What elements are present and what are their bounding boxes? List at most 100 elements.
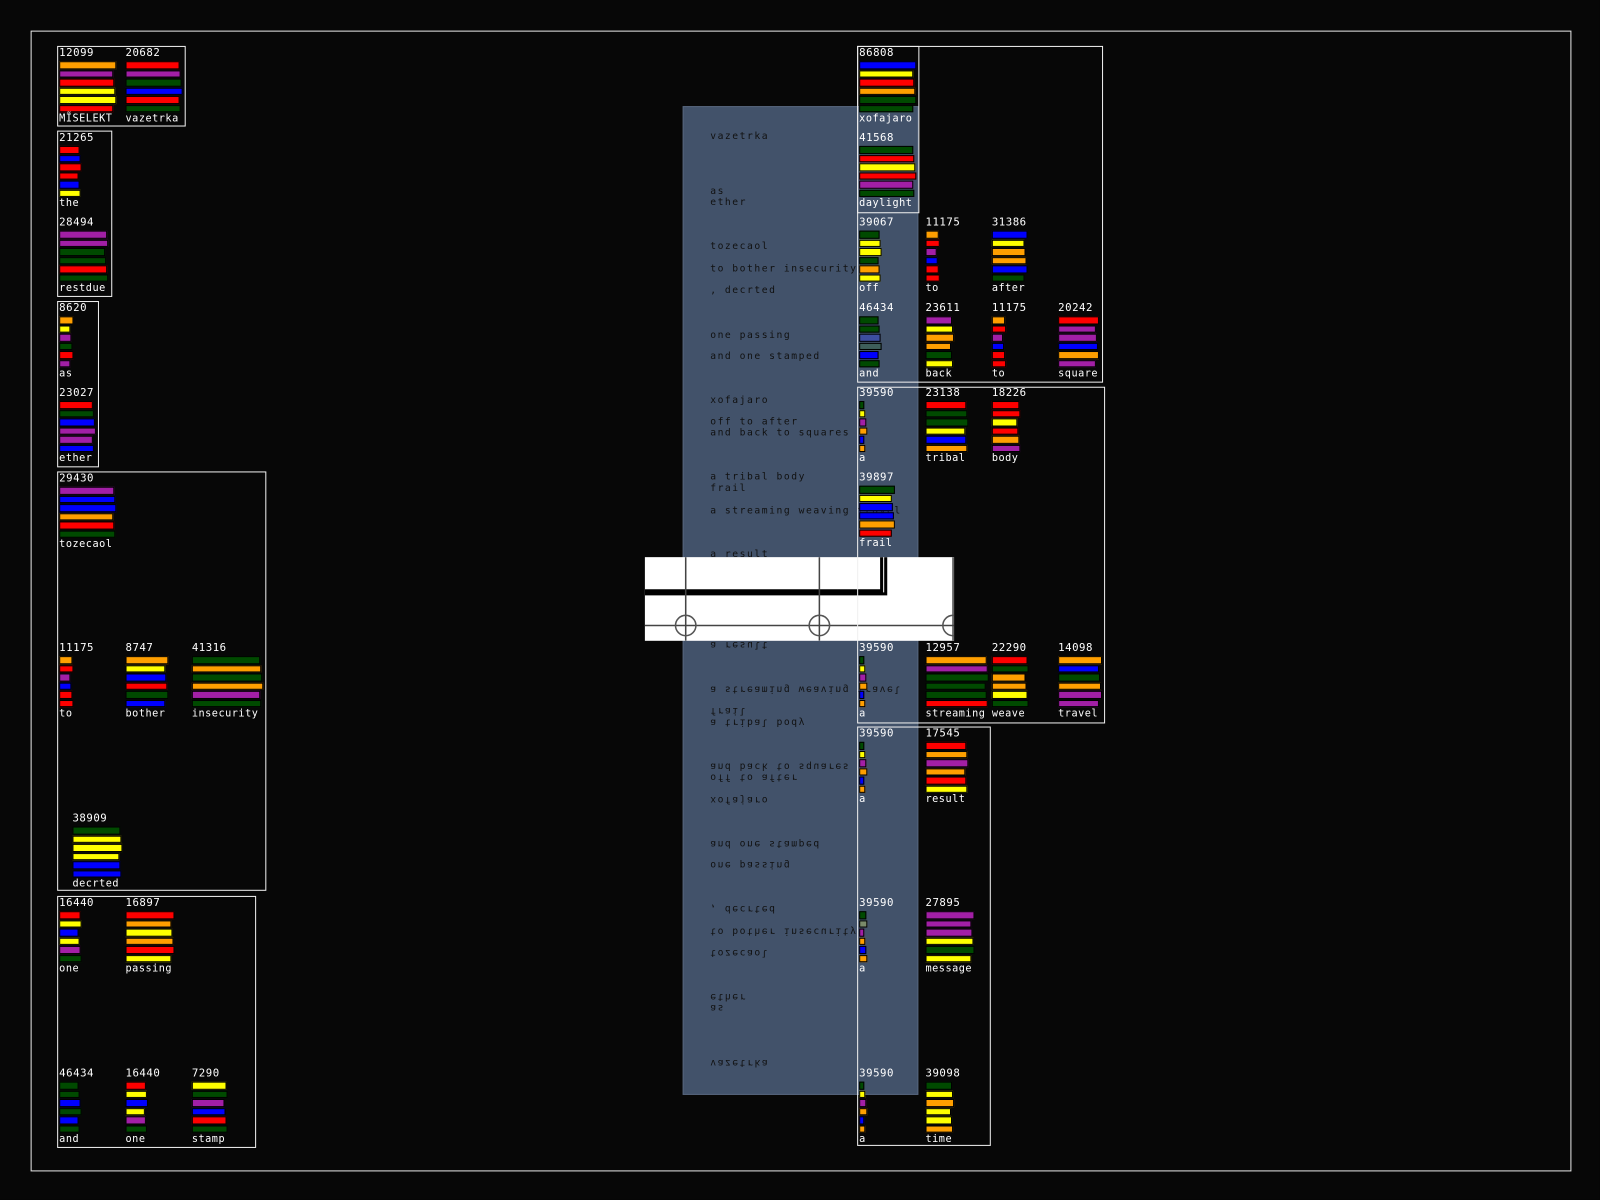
color-bar [59, 435, 93, 444]
bar-stack [925, 741, 969, 793]
color-bar [991, 409, 1021, 418]
color-bar [925, 1116, 953, 1124]
block-value: 12099 [59, 46, 94, 60]
bar-stack [859, 1081, 894, 1133]
block-value: 39897 [859, 471, 894, 484]
color-bar [125, 664, 166, 673]
color-bar [859, 189, 915, 197]
color-bar [859, 682, 868, 690]
poem-line: vazetrka [710, 130, 770, 142]
color-bar [59, 189, 81, 197]
panel [857, 726, 991, 1146]
color-bar [991, 444, 1021, 453]
color-bar [191, 656, 261, 664]
color-bar [59, 401, 93, 409]
color-bar [125, 95, 180, 104]
bar-stack [125, 61, 183, 113]
color-bar [59, 87, 116, 95]
color-bar [125, 1107, 145, 1116]
color-bar [59, 265, 108, 273]
bar-stack [191, 656, 264, 708]
color-bar [859, 785, 866, 793]
poem-line: and one stamped [710, 351, 821, 363]
color-bar [859, 699, 866, 708]
color-bar [925, 937, 974, 945]
color-bar [72, 826, 121, 835]
color-bar [59, 316, 74, 324]
color-bar [991, 265, 1028, 273]
block-label: result [925, 793, 966, 806]
color-bar [925, 1090, 954, 1098]
block-value: 27895 [925, 896, 961, 910]
bar-stack [859, 656, 894, 708]
bar-stack [59, 61, 117, 113]
color-bar [1058, 699, 1099, 708]
poem-line: , decrted [710, 284, 777, 296]
color-bar [59, 359, 71, 368]
color-bar [925, 954, 972, 963]
block-value: 11175 [925, 216, 961, 229]
color-bar [859, 316, 879, 324]
color-bar [59, 69, 114, 78]
color-bar [925, 682, 986, 690]
color-bar [991, 664, 1029, 673]
panel [857, 45, 920, 214]
color-bar [991, 247, 1026, 256]
bar-stack [125, 656, 169, 708]
color-bar [859, 520, 895, 529]
color-bar [925, 359, 954, 368]
bar-stack [925, 401, 969, 453]
color-bar [859, 945, 867, 954]
color-bar [59, 911, 81, 919]
color-bar [72, 835, 122, 843]
color-bar [125, 1124, 147, 1133]
block-value: 20682 [125, 46, 161, 60]
bar-stack [59, 656, 94, 708]
color-bar [72, 861, 121, 869]
poem-line-mirrored: vazetrka [710, 1057, 770, 1069]
poem-line-mirrored: frail [710, 705, 748, 717]
color-bar [859, 145, 914, 154]
bar-stack [991, 316, 1027, 368]
color-bar [1058, 690, 1103, 699]
bar-stack [125, 911, 175, 963]
color-bar [925, 741, 967, 750]
color-bar [925, 919, 972, 928]
color-bar [991, 230, 1028, 239]
color-bar [59, 171, 79, 180]
color-bar [859, 1081, 865, 1090]
block-label: square [1058, 368, 1099, 380]
bar-stack [925, 230, 961, 282]
color-bar [859, 69, 914, 78]
color-bar [925, 316, 953, 324]
color-bar [925, 1081, 953, 1090]
block-value: 16897 [125, 896, 161, 910]
color-bar [925, 945, 975, 954]
block-value: 17545 [925, 727, 961, 740]
color-bar [59, 1116, 79, 1124]
bar-stack [859, 911, 894, 963]
color-bar [191, 1098, 225, 1107]
color-bar [991, 418, 1018, 427]
block-value: 14098 [1058, 641, 1093, 655]
bar-stack [859, 145, 917, 197]
color-bar [925, 767, 966, 776]
color-bar [925, 239, 940, 247]
bar-stack [59, 230, 109, 282]
color-bar [925, 444, 968, 453]
color-bar [925, 409, 968, 418]
color-bar [859, 87, 916, 95]
block-label: back [925, 368, 953, 380]
bar-stack [859, 401, 894, 453]
color-bar [925, 342, 952, 350]
color-bar [991, 342, 1005, 350]
